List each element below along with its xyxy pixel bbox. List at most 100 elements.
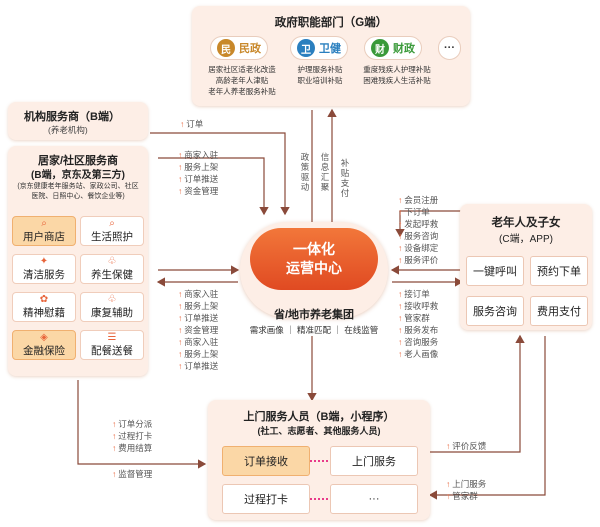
service-cleaning[interactable]: ✦ 清洁服务 (12, 254, 76, 284)
flow-item: ↑管家群 (398, 313, 430, 323)
dept-caizheng[interactable]: 财 财政 (364, 36, 422, 60)
community-title: 居家/社区服务商 (37, 155, 119, 167)
store-icon: ⌕ (41, 217, 47, 229)
meal-icon: ☰ (107, 331, 117, 343)
flow-label-feedback: ↑评价反馈 (446, 441, 487, 451)
operation-center[interactable]: 一体化 运营中心 (250, 228, 378, 290)
dept-minzheng[interactable]: 民 民政 (210, 36, 268, 60)
flow-center-to-staff: ↑订单分派 ↑过程打卡 ↑费用结算 (112, 418, 152, 454)
dept-minzheng-label: 民政 (239, 43, 261, 55)
weijian-detail: 职业培训补贴 (297, 76, 343, 85)
institution-title: 机构服务商（B端） (24, 111, 120, 123)
spiritual-icon: ✿ (39, 293, 49, 305)
service-label: 用户商店 (23, 230, 65, 243)
staff-panel: 上门服务人员（B端，小程序） (社工、志愿者、其他服务人员) 订单接收 上门服务… (208, 400, 430, 520)
service-meals[interactable]: ☰ 配餐送餐 (80, 330, 144, 360)
community-subtitle: (京东健康老年服务站、家政公司、社区医院、日照中心、餐饮企业等) (17, 183, 139, 200)
community-title2: (B端，京东及第三方) (31, 170, 125, 181)
flow-item: ↑费用结算 (112, 443, 153, 453)
dept-weijian[interactable]: 卫 卫健 (290, 36, 348, 60)
flow-item: ↑过程打卡 (112, 431, 153, 441)
one-click-call-button[interactable]: 一键呼叫 (466, 256, 524, 286)
flow-item: ↑服务评价 (398, 255, 439, 265)
service-health[interactable]: ♧ 养生保健 (80, 254, 144, 284)
flow-item: ↑商家入驻 (178, 337, 219, 347)
flow-center-to-elderly: ↑接订单 ↑接收呼救 ↑管家群 ↑服务发布 ↑咨询服务 ↑老人画像 (398, 288, 438, 360)
staff-subtitle: (社工、志愿者、其他服务人员) (257, 426, 381, 436)
flow-item: ↑服务发布 (398, 325, 439, 335)
service-label: 金融保险 (23, 344, 65, 357)
flow-item: ↑订单推送 (178, 174, 219, 184)
flow-item: ↑服务上架 (178, 349, 219, 359)
dept-caizheng-label: 财政 (393, 43, 415, 55)
minzheng-icon: 民 (217, 39, 235, 57)
flow-label-supervision: ↑监督管理 (112, 469, 153, 479)
service-rehab[interactable]: ♧ 康复辅助 (80, 292, 144, 322)
government-panel: 政府职能部门（G端） 民 民政 卫 卫健 财 财政 ··· 居家社区适老化改造 … (192, 6, 470, 106)
flow-center-to-community: ↑商家入驻 ↑服务上架 ↑订单推送 ↑资金管理 ↑商家入驻 ↑服务上架 ↑订单推… (178, 288, 218, 372)
flow-item: ↑服务上架 (178, 301, 219, 311)
flow-item: ↑订单推送 (178, 361, 219, 371)
flow-label-order: ↑订单 (180, 119, 204, 129)
staff-more-button[interactable]: ··· (330, 484, 418, 514)
onsite-service-button[interactable]: 上门服务 (330, 446, 418, 476)
service-label: 清洁服务 (23, 268, 65, 281)
flow-item: ↑商家入驻 (178, 150, 219, 160)
elderly-panel: 老年人及子女 (C端，APP) 一键呼叫 预约下单 服务咨询 费用支付 (460, 204, 592, 330)
service-finance[interactable]: ◈ 金融保险 (12, 330, 76, 360)
community-panel: 居家/社区服务商 (B端，京东及第三方) (京东健康老年服务站、家政公司、社区医… (8, 146, 148, 376)
service-life-care[interactable]: ⌕ 生活照护 (80, 216, 144, 246)
service-user-store[interactable]: ⌕ 用户商店 (12, 216, 76, 246)
institution-subtitle: (养老机构) (48, 125, 88, 135)
dept-more[interactable]: ··· (438, 36, 461, 60)
book-order-button[interactable]: 预约下单 (530, 256, 588, 286)
caizheng-icon: 财 (371, 39, 389, 57)
weijian-details: 护理服务补贴 职业培训补贴 (284, 64, 356, 86)
service-label: 配餐送餐 (91, 344, 133, 357)
dept-weijian-label: 卫健 (319, 43, 341, 55)
flow-elderly-to-staff: ↑上门服务 ↑管家群 (446, 478, 486, 502)
process-checkin-button[interactable]: 过程打卡 (222, 484, 310, 514)
caizheng-detail: 困难残疾人生活补贴 (363, 76, 431, 85)
elderly-subtitle: (C端，APP) (499, 234, 553, 245)
service-consult-button[interactable]: 服务咨询 (466, 296, 524, 326)
caizheng-details: 重度残疾人护理补贴 困难残疾人生活补贴 (356, 64, 438, 86)
flow-item: ↑服务上架 (178, 162, 219, 172)
cleaning-icon: ✦ (39, 255, 49, 267)
dotted-link (310, 498, 328, 500)
flow-item: ↑管家群 (446, 491, 478, 501)
flow-item: ↑商家入驻 (178, 289, 219, 299)
flow-item: ↑发起呼救 (398, 219, 439, 229)
flow-label-info: 信息汇聚 (320, 152, 330, 192)
finance-icon: ◈ (40, 331, 48, 343)
weijian-icon: 卫 (297, 39, 315, 57)
flow-label-policy: 政策驱动 (300, 152, 310, 192)
minzheng-detail: 老年人养老服务补贴 (208, 87, 276, 96)
flow-item: ↑老人画像 (398, 349, 439, 359)
health-icon: ♧ (107, 255, 117, 267)
flow-item: ↑会员注册 (398, 195, 439, 205)
rehab-icon: ♧ (107, 293, 117, 305)
flow-item: ↑服务咨询 (398, 231, 439, 241)
flow-item: ↑上门服务 (446, 479, 487, 489)
flow-item: ↑订单分派 (112, 419, 153, 429)
staff-title: 上门服务人员（B端，小程序） (243, 411, 395, 423)
flow-item: ↑设备绑定 (398, 243, 439, 253)
minzheng-details: 居家社区适老化改造 高龄老年人津贴 老年人养老服务补贴 (194, 64, 290, 97)
service-spiritual[interactable]: ✿ 精神慰藉 (12, 292, 76, 322)
weijian-detail: 护理服务补贴 (297, 65, 343, 74)
service-label: 生活照护 (91, 230, 133, 243)
caizheng-detail: 重度残疾人护理补贴 (363, 65, 431, 74)
service-label: 精神慰藉 (23, 306, 65, 319)
order-receive-button[interactable]: 订单接收 (222, 446, 310, 476)
flow-label-subsidy: 补贴支付 (340, 158, 350, 198)
flow-item: ↑订单推送 (178, 313, 219, 323)
elderly-title: 老年人及子女 (491, 217, 561, 229)
flow-item: ↑接订单 (398, 289, 430, 299)
care-icon: ⌕ (109, 217, 115, 229)
fee-payment-button[interactable]: 费用支付 (530, 296, 588, 326)
center-title-line1: 一体化 (293, 241, 335, 257)
institution-panel: 机构服务商（B端） (养老机构) (8, 102, 148, 140)
center-org: 省/地市养老集团 (273, 309, 355, 321)
